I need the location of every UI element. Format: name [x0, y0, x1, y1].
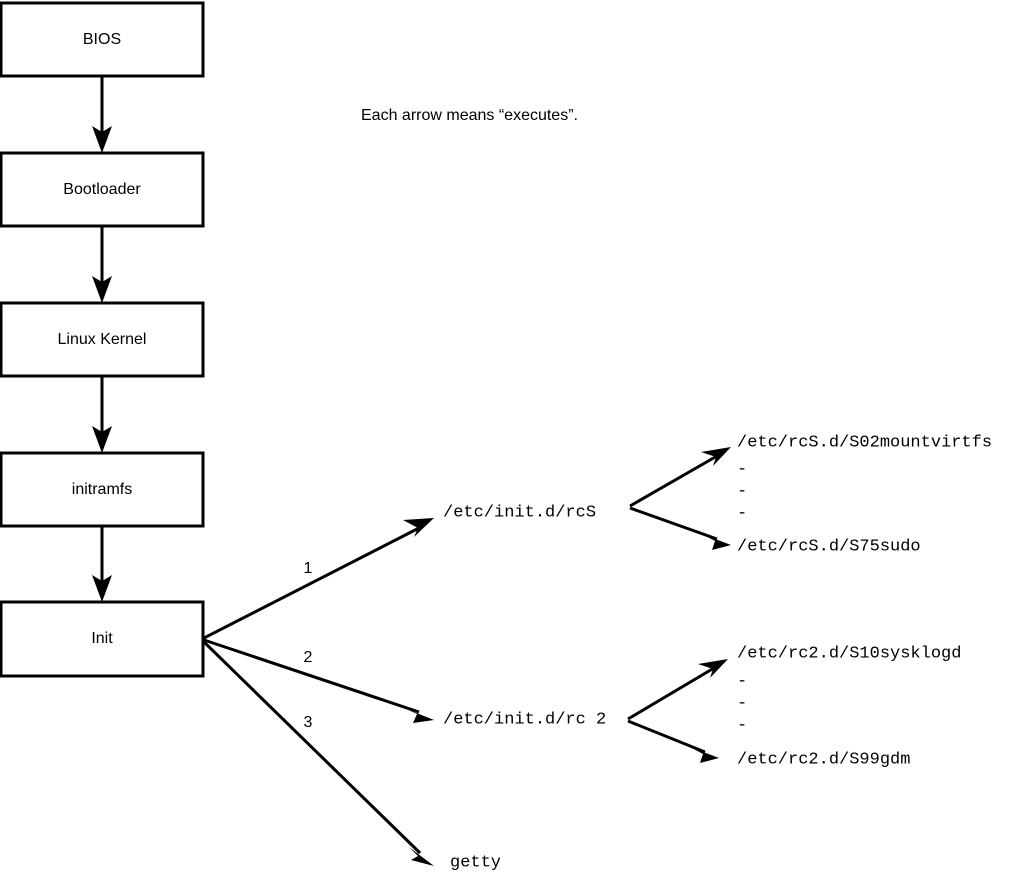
arrowhead-icon — [92, 575, 112, 602]
rc2-ellipsis-dash-2: - — [737, 694, 747, 713]
arrowhead-icon — [702, 534, 731, 550]
rcs-ellipsis-dash-2: - — [737, 482, 747, 501]
diagram-caption: Each arrow means “executes”. — [361, 107, 578, 124]
node-linux-kernel[interactable]: Linux Kernel — [0, 301, 205, 378]
rc2-scripts-group: /etc/rc2.d/S10sysklogd - - - /etc/rc2.d/… — [627, 644, 961, 769]
arrow-bios-to-bootloader — [92, 76, 112, 153]
branch-number-3: 3 — [304, 714, 313, 731]
arrowhead-icon — [403, 518, 434, 537]
arrow-init-to-rcs — [203, 518, 434, 640]
arrow-bootloader-to-kernel — [92, 226, 112, 303]
label-rcs-last-script[interactable]: /etc/rcS.d/S75sudo — [737, 537, 921, 556]
arrowhead-icon — [409, 847, 434, 866]
node-bootloader[interactable]: Bootloader — [0, 151, 205, 228]
node-initramfs-label: initramfs — [72, 481, 132, 498]
arrowhead-icon — [701, 447, 731, 466]
arrowhead-icon — [92, 276, 112, 303]
node-bios-label: BIOS — [83, 31, 121, 48]
arrow-init-to-rc2 — [203, 638, 434, 723]
init-branches-group: 1 /etc/init.d/rcS 2 /etc/init.d/rc 2 3 g… — [202, 503, 606, 872]
node-bootloader-box — [0, 151, 205, 228]
node-init[interactable]: Init — [0, 600, 205, 678]
arrow-rc2-to-first-script — [627, 659, 728, 721]
node-initramfs-box — [0, 451, 205, 528]
rcs-ellipsis-dash-1: - — [737, 460, 747, 479]
node-bootloader-label: Bootloader — [63, 181, 141, 198]
node-initramfs[interactable]: initramfs — [0, 451, 205, 528]
node-init-box — [0, 600, 205, 678]
rc2-ellipsis-dash-3: - — [737, 716, 747, 735]
label-rc2-first-script[interactable]: /etc/rc2.d/S10sysklogd — [737, 644, 961, 663]
branch-number-1: 1 — [304, 560, 313, 577]
node-init-label: Init — [91, 630, 113, 647]
node-bios[interactable]: BIOS — [0, 1, 205, 78]
node-linux-kernel-label: Linux Kernel — [58, 331, 147, 348]
arrow-rcs-to-last-script — [629, 506, 731, 550]
arrowhead-icon — [404, 708, 434, 723]
label-init-d-rcs[interactable]: /etc/init.d/rcS — [443, 503, 596, 522]
arrowhead-icon — [698, 659, 728, 678]
label-init-d-rc2[interactable]: /etc/init.d/rc 2 — [443, 710, 606, 729]
branch-number-2: 2 — [304, 649, 313, 666]
arrowhead-icon — [92, 126, 112, 153]
arrowhead-icon — [690, 747, 719, 763]
arrowhead-icon — [92, 426, 112, 453]
arrow-rc2-to-last-script — [627, 719, 719, 763]
arrow-kernel-to-initramfs — [92, 376, 112, 453]
rcs-scripts-group: /etc/rcS.d/S02mountvirtfs - - - /etc/rcS… — [629, 433, 992, 556]
arrow-initramfs-to-init — [92, 526, 112, 602]
rcs-ellipsis-dash-3: - — [737, 504, 747, 523]
label-rc2-last-script[interactable]: /etc/rc2.d/S99gdm — [737, 750, 910, 769]
node-bios-box — [0, 1, 205, 78]
arrow-rcs-to-first-script — [629, 447, 731, 508]
rc2-ellipsis-dash-1: - — [737, 672, 747, 691]
label-getty[interactable]: getty — [450, 853, 501, 872]
arrow-init-to-getty — [202, 640, 434, 866]
boot-chain-group: BIOS Bootloader Linux Kernel initramfs I… — [0, 1, 205, 678]
label-rcs-first-script[interactable]: /etc/rcS.d/S02mountvirtfs — [737, 433, 992, 452]
